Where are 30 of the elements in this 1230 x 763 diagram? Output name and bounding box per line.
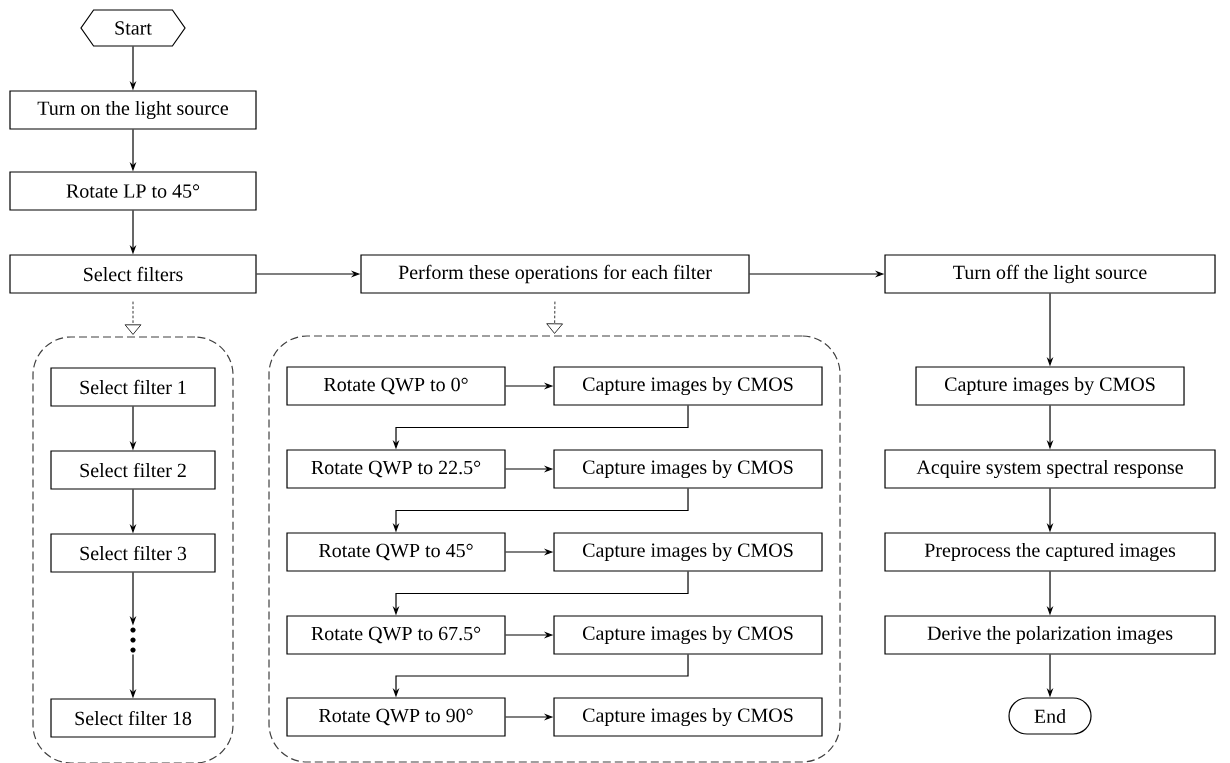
process-box: Rotate QWP to 67.5°	[286, 615, 506, 655]
process-box: Capture images by CMOS	[553, 366, 823, 406]
process-box: Rotate QWP to 45°	[286, 532, 506, 572]
process-box: Rotate QWP to 90°	[286, 697, 506, 737]
process-box: Perform these operations for each filter	[360, 254, 750, 294]
process-box: Turn on the light source	[9, 90, 257, 130]
process-box: Capture images by CMOS	[553, 697, 823, 737]
process-box: Select filter 3	[50, 533, 216, 573]
process-box: Derive the polarization images	[884, 615, 1216, 655]
process-box: Select filter 1	[50, 367, 216, 407]
process-box: Capture images by CMOS	[915, 366, 1185, 406]
dashed-group	[268, 335, 841, 763]
process-box: Select filter 18	[50, 698, 216, 738]
process-box: Rotate LP to 45°	[9, 171, 257, 211]
process-box: Select filters	[9, 254, 257, 294]
dashed-group	[32, 336, 234, 763]
process-box: Capture images by CMOS	[553, 615, 823, 655]
ellipsis-dots	[130, 627, 136, 653]
hollow-arrow	[546, 301, 563, 334]
process-box: Preprocess the captured images	[884, 532, 1216, 572]
process-box: Rotate QWP to 0°	[286, 366, 506, 406]
end-terminal: End	[1008, 697, 1092, 735]
process-box: Rotate QWP to 22.5°	[286, 449, 506, 489]
process-box: Select filter 2	[50, 450, 216, 490]
process-box: Capture images by CMOS	[553, 449, 823, 489]
process-box: Acquire system spectral response	[884, 449, 1216, 489]
start-hexagon: Start	[80, 9, 186, 47]
hollow-arrow	[124, 301, 142, 335]
process-box: Turn off the light source	[884, 254, 1216, 294]
process-box: Capture images by CMOS	[553, 532, 823, 572]
